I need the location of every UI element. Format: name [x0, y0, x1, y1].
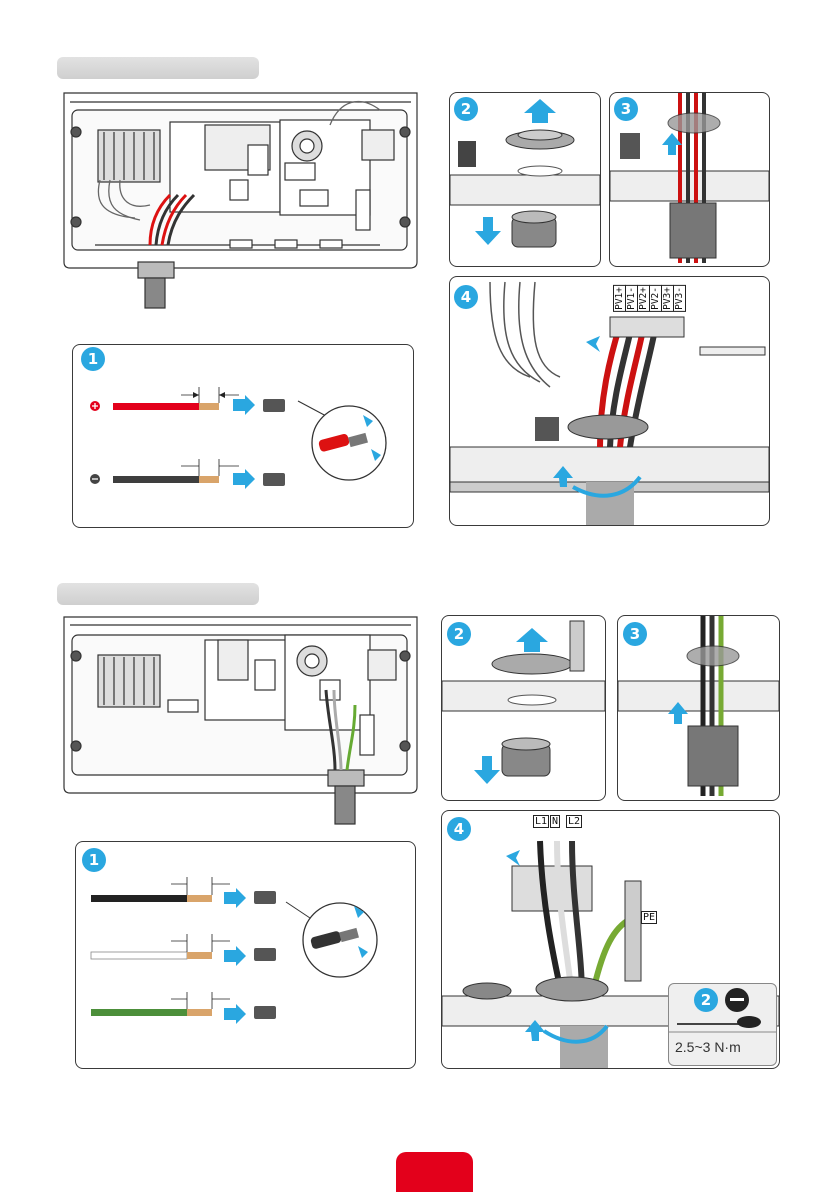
section2-title-bar [57, 583, 259, 605]
section1-title-bar [57, 57, 259, 79]
pv-cable-strip-diagram [73, 345, 413, 527]
terminal-label-l2: L2 [566, 815, 582, 828]
panel-ac-strip: 1 [75, 841, 416, 1069]
positive-cable [113, 403, 199, 410]
panel-ac-insert-cable: 3 [617, 615, 780, 801]
terminal-label-n: N [550, 815, 560, 828]
blue-arrow-icon [233, 395, 255, 415]
page-tab [396, 1152, 473, 1192]
terminal-label-pe: PE [641, 911, 657, 924]
terminal-label-l1: L1 [533, 815, 549, 828]
torque-spec-box: 2 2.5~3 N·m [668, 983, 777, 1066]
panel-ac-terminal: 4 L1 N L2 PE 2 2.5~3 N·m [441, 810, 780, 1069]
blue-arrow-icon [524, 99, 556, 123]
panel-ac-remove-nut: 2 [441, 615, 606, 801]
negative-cable [113, 476, 199, 483]
pv-terminal-label: PV3- [673, 285, 686, 312]
panel-pv-strip: 1 [72, 344, 414, 528]
panel-pv-terminal: 4 PV1+ PV1- PV2+ PV2- PV3+ PV3- [449, 276, 770, 526]
panel-pv-remove-nut: 2 [449, 92, 601, 267]
panel-pv-insert-cable: 3 [609, 92, 770, 267]
torque-value: 2.5~3 N·m [675, 1039, 741, 1055]
ac-cable-strip-diagram [76, 842, 415, 1068]
